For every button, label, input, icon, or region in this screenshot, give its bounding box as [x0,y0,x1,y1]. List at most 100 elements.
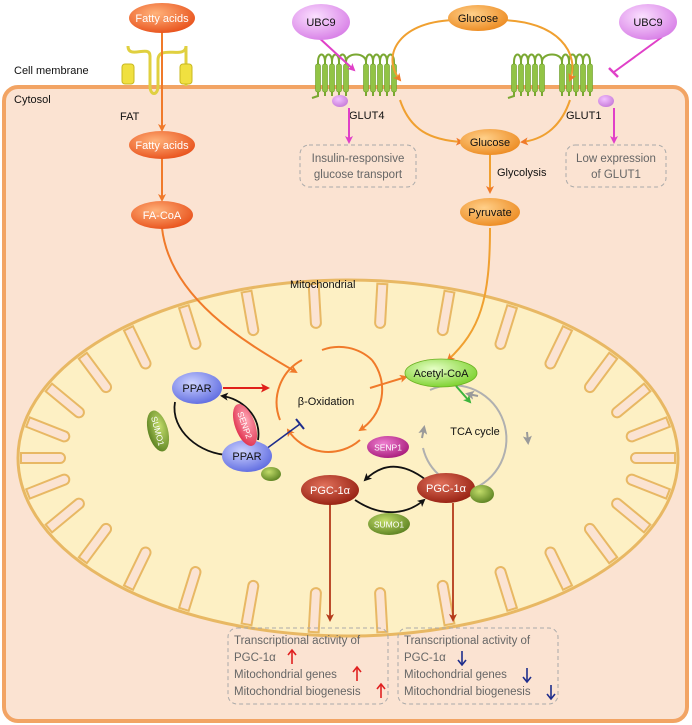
down-arrow-icon [457,651,467,667]
up-arrow-icon [287,648,297,664]
crista [240,579,260,627]
transmembrane-helix [329,63,335,93]
transmembrane-helix [587,63,593,93]
beta-circle-left [275,359,303,421]
crista [122,546,152,592]
node-fatty-acids-in [129,131,195,159]
crista [494,566,519,613]
node-sumo1-left: SUMO1 [146,410,170,452]
glut1-label: GLUT1 [566,110,601,122]
cell-membrane-label: Cell membrane [14,65,89,77]
transmembrane-helix [363,63,369,93]
tca-cycle-label: TCA cycle [450,426,500,438]
glucose-arrow-right-down [520,99,571,146]
arrow-acetyl-tca [455,385,472,404]
pgc-sumo-attached [470,485,494,503]
pgc-right-text: PGC-1α [426,483,467,495]
pyruvate-text: Pyruvate [468,207,511,219]
transmembrane-helix [322,63,328,93]
fatty-acids-in-text: Fatty acids [135,140,189,152]
left-result-line-2: PGC-1α [234,652,276,664]
crista [44,497,85,534]
left-result-line-1: Transcriptional activity of [234,635,361,647]
glucose-in-text: Glucose [470,137,510,149]
crista [307,282,322,329]
node-fatty-acids-out [129,3,195,33]
right-result-line-2: PGC-1α [404,652,446,664]
arrow-ubc9-glut4 [315,34,356,72]
ubc9-right-text: UBC9 [633,17,662,29]
crista [625,416,672,443]
sumo1-bottom-text: SUMO1 [374,519,405,529]
up-arrow-icon [376,682,386,698]
crista [44,382,85,419]
crista [611,497,652,534]
crista [24,473,71,500]
crista [20,452,66,464]
insulin-text-1: Insulin-responsive [312,153,405,165]
node-pyruvate [460,198,520,226]
transmembrane-helix [559,63,565,93]
transmembrane-helix [343,63,349,93]
crista [177,303,202,350]
glucose-arrow-left-in [391,19,459,82]
pgc-left-text: PGC-1α [310,485,351,497]
beta-circle-right [358,359,384,432]
senp1-text: SENP1 [374,442,402,452]
transmembrane-helix [315,63,321,93]
tca-arrowhead-left [418,425,428,439]
low-text-2: of GLUT1 [591,169,641,181]
node-senp2: SENP2 [232,404,258,446]
node-pgc-left [301,475,359,505]
inhibit-ppar-beta-bar [295,418,305,430]
tca-arrowhead-top [465,390,479,400]
node-senp1 [367,436,409,458]
crista [77,522,113,565]
transporter-loop [507,53,591,99]
down-arrow-icon [546,685,556,701]
crista [583,522,619,565]
glut4-label: GLUT4 [349,110,384,122]
left-result-line-3: Mitochondrial genes [234,669,337,681]
left-result-box [227,627,389,705]
inhibit-ppar-beta [261,423,301,453]
inhibit-ubc9-glut1 [613,36,663,73]
node-ppar-bottom [222,440,272,472]
crista [544,324,574,370]
crista [611,382,652,419]
glucose-arrow-right-in [497,19,576,82]
mitochondrial-label: Mitochondrial [290,279,355,291]
transmembrane-helix [532,63,538,93]
transmembrane-helix [336,63,342,93]
arrow-pgc-desumoylation [363,465,427,482]
glucose-out-text: Glucose [458,13,498,25]
ppar-sumo-attached [261,467,281,481]
crista [77,351,113,394]
beta-circle-bottom [286,428,361,453]
ppar-top-text: PPAR [182,383,211,395]
glut4-sumo-blob [332,95,348,107]
insulin-text-2: glucose transport [314,169,403,181]
crista [625,473,672,500]
node-fa-coa [131,201,193,229]
transmembrane-helix [580,63,586,93]
fa-coa-text: FA-CoA [143,210,182,222]
transmembrane-helix [525,63,531,93]
transmembrane-helix [511,63,517,93]
fat-label: FAT [120,111,140,123]
crista [240,289,260,337]
tca-arrowhead-right [522,431,532,445]
right-result-line-1: Transcriptional activity of [404,635,531,647]
ppar-bottom-text: PPAR [232,451,261,463]
node-glucose-out [448,5,508,31]
crista [307,587,322,634]
crista [24,416,71,443]
crista [436,289,456,337]
node-ubc9-left [292,4,350,40]
fatty-acids-out-text: Fatty acids [135,13,189,25]
down-arrow-icon [522,668,532,684]
low-text-1: Low expression [576,153,656,165]
arrow-ppar-sumoylation [173,401,232,459]
